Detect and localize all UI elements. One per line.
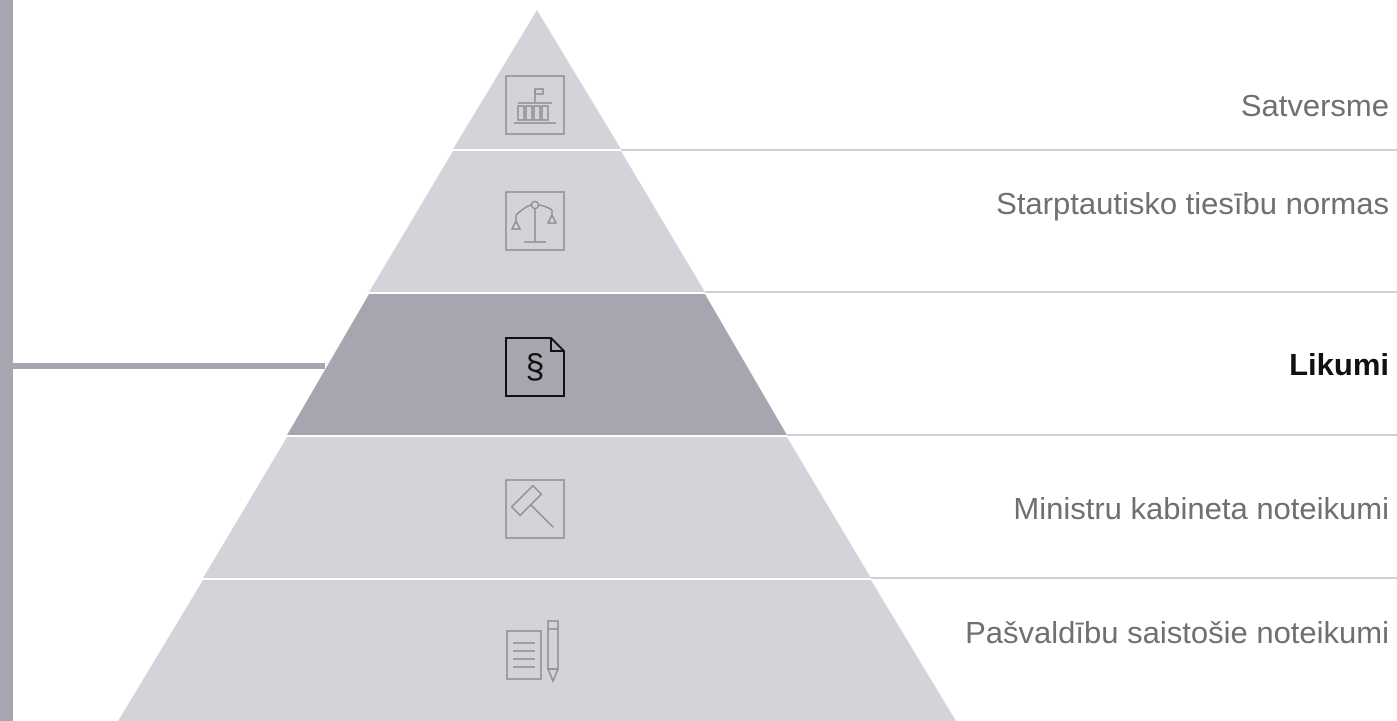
- divider-2: [705, 291, 1397, 293]
- gavel-icon: [505, 479, 565, 539]
- paragraph-document-icon: §: [505, 337, 565, 397]
- pyramid-tier-ministru[interactable]: [203, 437, 871, 578]
- pyramid-tier-pasvaldibu[interactable]: [118, 580, 956, 721]
- scales-icon: [505, 191, 565, 251]
- level-label-likumi[interactable]: Likumi: [1289, 347, 1389, 382]
- left-accent-bar: [0, 0, 13, 721]
- document-pen-icon: [506, 620, 560, 683]
- active-level-connector: [13, 363, 325, 369]
- divider-1: [621, 149, 1397, 151]
- level-label-starptautisko[interactable]: Starptautisko tiesību normas: [996, 186, 1389, 221]
- pyramid-tier-satversme[interactable]: [453, 10, 621, 149]
- paragraph-glyph: §: [526, 348, 545, 386]
- parliament-building-icon: [505, 75, 565, 135]
- pyramid-tier-likumi[interactable]: [287, 294, 787, 435]
- level-label-satversme[interactable]: Satversme: [1240, 88, 1389, 123]
- level-label-ministru[interactable]: Ministru kabineta noteikumi: [1013, 491, 1389, 526]
- level-label-pasvaldibu[interactable]: Pašvaldību saistošie noteikumi: [965, 615, 1389, 650]
- divider-3: [787, 434, 1397, 436]
- divider-4: [871, 577, 1397, 579]
- pyramid-tier-starptautisko[interactable]: [369, 151, 705, 292]
